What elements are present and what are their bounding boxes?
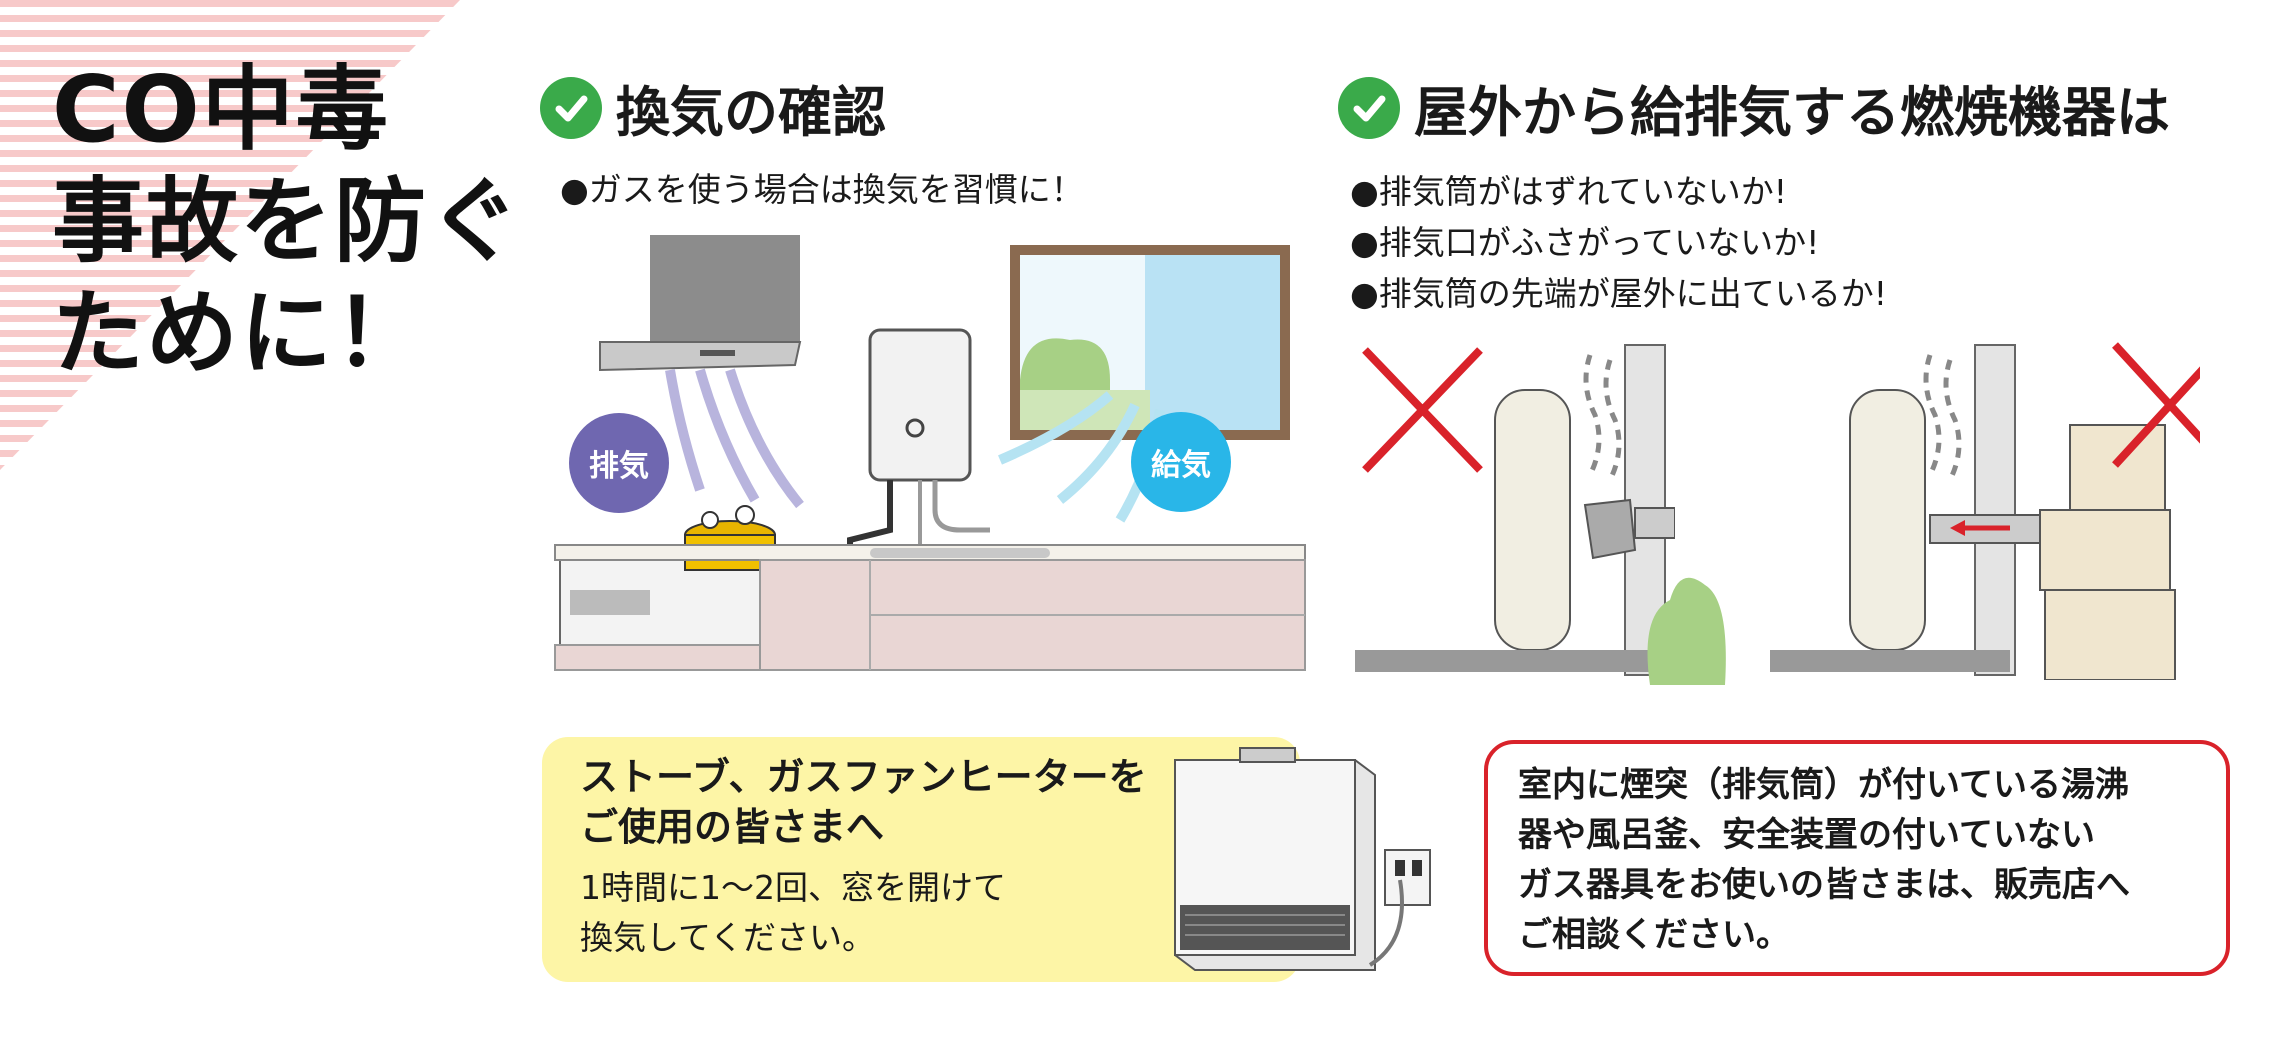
stove-note-heading-1: ストーブ、ガスファンヒーターを xyxy=(580,755,1147,799)
ventilation-bullet: ●ガスを使う場合は換気を習慣に！ xyxy=(560,170,1084,209)
consult-note-line-3: ガス器具をお使いの皆さまは、販売店へ xyxy=(1518,865,2130,905)
fan-heater-illustration xyxy=(1174,747,1431,971)
kitchen-illustration xyxy=(554,235,1306,671)
outdoor-bullet-1: ●排気筒がはずれていないか! xyxy=(1350,172,1788,211)
stove-note-body-2: 換気してください。 xyxy=(580,918,876,957)
bush-illustration xyxy=(1647,577,1726,685)
intake-badge: 給気 xyxy=(1131,412,1231,512)
page-title-line2: 事故を防ぐ xyxy=(52,168,523,275)
blocked-vent-illustration xyxy=(1770,342,2200,680)
disconnected-flue-illustration xyxy=(1355,344,1675,676)
check-icon xyxy=(1338,76,1400,139)
stove-note-box xyxy=(542,737,1300,982)
consult-note-line-2: 器や風呂釜、安全装置の付いていない xyxy=(1518,815,2095,855)
consult-note-box xyxy=(1484,740,2230,976)
outdoor-heading: 屋外から給排気する燃焼機器は xyxy=(1338,68,2170,147)
ventilation-heading-text: 換気の確認 xyxy=(616,81,886,144)
page-title-line1: CO中毒 xyxy=(52,56,390,163)
outdoor-bullet-3: ●排気筒の先端が屋外に出ているか! xyxy=(1350,274,1888,313)
exhaust-badge: 排気 xyxy=(569,413,669,513)
ventilation-heading: 換気の確認 xyxy=(540,68,886,147)
page-title-line3: ために！ xyxy=(52,280,429,387)
outdoor-heading-text: 屋外から給排気する燃焼機器は xyxy=(1414,81,2170,144)
consult-note-line-4: ご相談ください。 xyxy=(1518,915,1790,955)
stove-note-heading-2: ご使用の皆さまへ xyxy=(580,805,885,849)
consult-note-line-1: 室内に煙突（排気筒）が付いている湯沸 xyxy=(1518,765,2129,805)
check-icon xyxy=(540,76,602,139)
stove-note-body-1: 1時間に1～2回、窓を開けて xyxy=(580,868,1006,907)
outdoor-bullet-2: ●排気口がふさがっていないか! xyxy=(1350,223,1820,262)
